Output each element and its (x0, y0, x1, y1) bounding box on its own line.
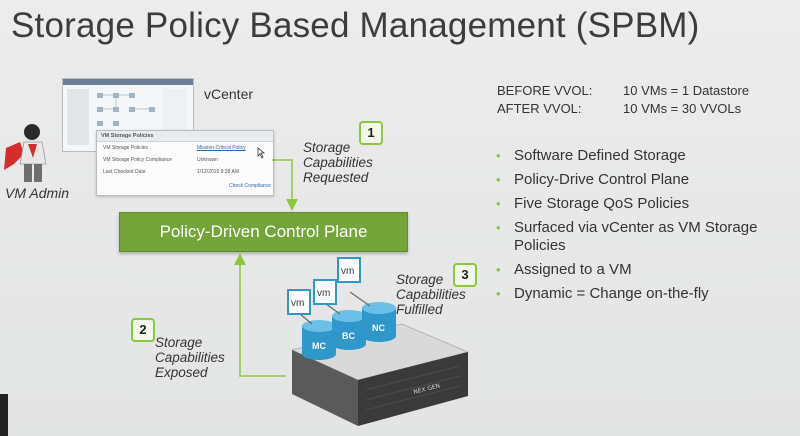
cursor-hand-icon (257, 147, 266, 159)
arrow-exposed (234, 253, 286, 377)
screen-edge (0, 394, 8, 436)
panel-row-label: VM Storage Policies (103, 145, 149, 151)
storage-appliance: NEX GEN MC BC NC vm vm (287, 257, 470, 426)
panel-header: VM Storage Policies (97, 131, 273, 142)
vcenter-toolbar (63, 79, 193, 85)
bullet-icon: • (496, 220, 501, 235)
svg-text:vm: vm (317, 288, 330, 299)
list-item: •Dynamic = Change on-the-fly (496, 285, 709, 302)
panel-row-value: 1/12/2015 9:38 AM (197, 169, 239, 175)
ratio-after: AFTER VVOL: 10 VMs = 30 VVOLs (497, 101, 742, 116)
feature-list: •Software Defined Storage •Policy-Drive … (496, 147, 796, 309)
svg-text:MC: MC (312, 341, 326, 351)
bullet-icon: • (496, 286, 501, 301)
slide-title: Storage Policy Based Management (SPBM) (11, 6, 700, 45)
panel-row-label: VM Storage Policy Compliance (103, 157, 172, 163)
arrow-requested (272, 159, 298, 211)
svg-text:NC: NC (372, 323, 385, 333)
bullet-icon: • (496, 172, 501, 187)
vcenter-label: vCenter (204, 86, 254, 102)
svg-text:BC: BC (342, 331, 355, 341)
disk-nc: NC (362, 302, 396, 342)
check-compliance-link[interactable]: Check Compliance (229, 183, 271, 189)
svg-text:vm: vm (291, 298, 304, 309)
list-item: •Surfaced via vCenter as VM Storage Poli… (496, 219, 758, 254)
vm-admin-superhero-icon (4, 124, 47, 182)
step-1-badge: 1 (359, 121, 383, 145)
bullet-icon: • (496, 148, 501, 163)
svg-text:vm: vm (341, 266, 354, 277)
policy-driven-control-plane: Policy-Driven Control Plane (119, 212, 408, 252)
vm-tag: vm (313, 279, 337, 305)
disk-mc: MC (302, 320, 336, 360)
step-1-text: Storage Capabilities Requested (303, 140, 373, 185)
list-item: •Five Storage QoS Policies (496, 195, 690, 212)
bullet-icon: • (496, 262, 501, 277)
step-3-text: Storage Capabilities Fulfilled (396, 272, 466, 317)
vm-tag: vm (337, 257, 361, 283)
bullet-icon: • (496, 196, 501, 211)
step-2-badge: 2 (131, 318, 155, 342)
step-2-text: Storage Capabilities Exposed (155, 335, 225, 380)
panel-row-label: Last Checked Date (103, 169, 146, 175)
vm-storage-policies-panel: VM Storage Policies VM Storage Policies … (96, 130, 274, 196)
panel-row-value: Unknown (197, 157, 218, 163)
vm-tag: vm (287, 289, 311, 315)
vm-admin-label: VM Admin (5, 185, 70, 201)
list-item: •Policy-Drive Control Plane (496, 171, 690, 188)
step-3-badge: 3 (453, 263, 477, 287)
list-item: •Assigned to a VM (496, 261, 632, 278)
disk-bc: BC (332, 310, 366, 350)
ratio-before: BEFORE VVOL: 10 VMs = 1 Datastore (497, 83, 750, 98)
list-item: •Software Defined Storage (496, 147, 686, 164)
policy-link[interactable]: Mission-Critical Policy (197, 145, 246, 151)
